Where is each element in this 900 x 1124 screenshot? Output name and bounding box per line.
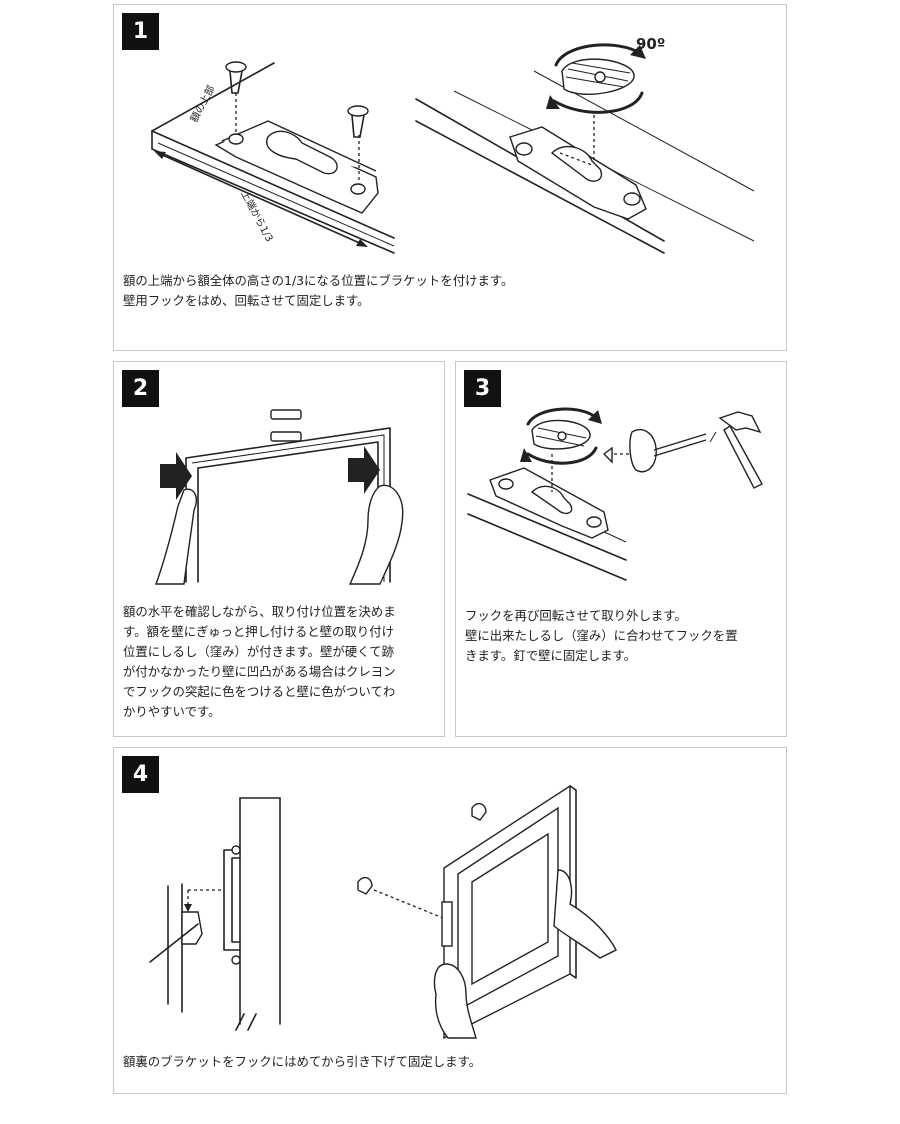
frame-top-label: 額の上部 [187,83,217,124]
step-3-number: 3 [464,370,501,407]
step-2-frame-press-illustration [155,409,404,585]
rotation-label: 90º [636,35,665,53]
step-4-cross-section-illustration [149,797,281,1031]
step-3-line-3: きます。釘で壁に固定します。 [465,648,636,663]
step-2-line-1: 額の水平を確認しながら、取り付け位置を決めま [123,604,396,619]
step-2-line-3: 位置にしるし（窪み）が付きます。壁が硬くて跡 [123,644,394,659]
step-1-caption: 額の上端から額全体の高さの1/3になる位置にブラケットを付けます。 壁用フックを… [123,271,763,311]
step-3-caption: フックを再び回転させて取り外します。 壁に出来たしるし（窪み）に合わせてフックを… [465,606,781,666]
step-1-hook-rotation-illustration: 90º [415,35,755,254]
step-1-panel: 1 額の上部 上端から1/3 [113,4,787,351]
step-4-hang-frame-illustration [357,784,617,1040]
step-4-number: 4 [122,756,159,793]
step-3-panel: 3 フックを再び回転させて取り外します。 壁に出来たしるし（窪み）に合わせてフッ… [455,361,787,737]
step-2-number: 2 [122,370,159,407]
step-2-line-4: が付かなかったり壁に凹凸がある場合はクレヨン [123,664,396,679]
step-2-panel: 2 額の水平を確認しながら、取り付け位置を決めま す。額を壁にぎゅっと押し付ける… [113,361,445,737]
step-2-caption: 額の水平を確認しながら、取り付け位置を決めま す。額を壁にぎゅっと押し付けると壁… [123,602,439,722]
step-1-bracket-illustration: 額の上部 上端から1/3 [151,61,395,254]
step-4-caption: 額裏のブラケットをフックにはめてから引き下げて固定します。 [123,1052,763,1072]
step-4-line-1: 額裏のブラケットをフックにはめてから引き下げて固定します。 [123,1054,482,1069]
step-2-line-6: かりやすいです。 [123,704,221,719]
step-1-number: 1 [122,13,159,50]
step-2-line-5: でフックの突起に色をつけると壁に色がついてわ [123,684,396,699]
step-1-line-1: 額の上端から額全体の高さの1/3になる位置にブラケットを付けます。 [123,273,514,288]
step-3-line-2: 壁に出来たしるし（窪み）に合わせてフックを置 [465,628,738,643]
step-4-panel: 4 額裏のブラケットをフ [113,747,787,1094]
step-2-line-2: す。額を壁にぎゅっと押し付けると壁の取り付け [123,624,394,639]
step-3-hook-nailing-illustration [467,407,763,581]
step-3-line-1: フックを再び回転させて取り外します。 [465,608,687,623]
step-1-line-2: 壁用フックをはめ、回転させて固定します。 [123,293,370,308]
